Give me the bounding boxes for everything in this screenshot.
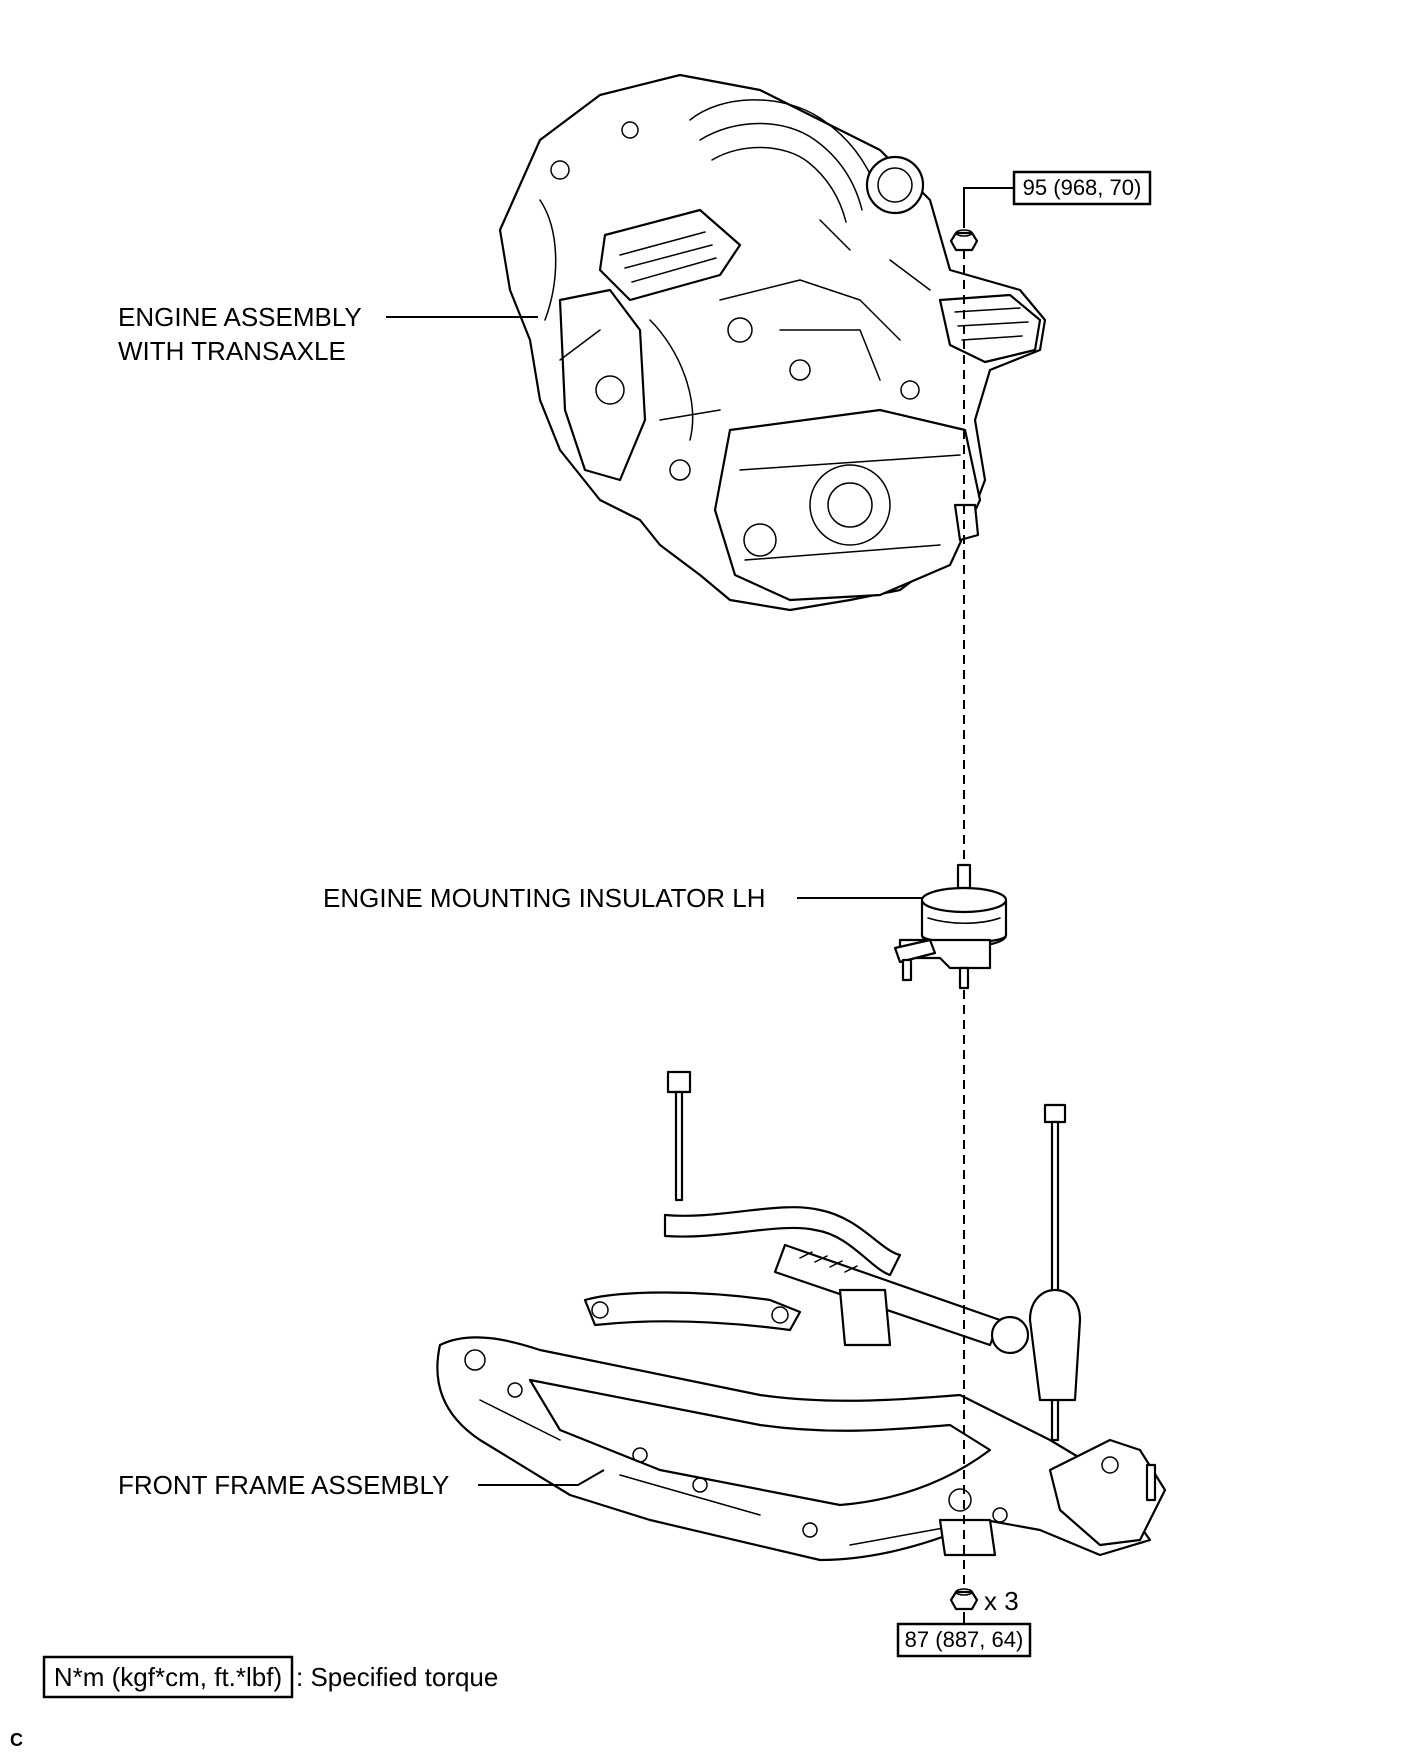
legend-unit-box	[42, 1655, 294, 1699]
torque-legend: N*m (kgf*cm, ft.*lbf) : Specified torque	[42, 1655, 498, 1699]
engine-assembly-label: ENGINE ASSEMBLY WITH TRANSAXLE	[118, 302, 538, 366]
lower-nut	[949, 1588, 979, 1611]
legend-description: : Specified torque	[296, 1662, 498, 1692]
upper-torque-callout: 95 (968, 70)	[963, 170, 1152, 228]
lower-torque-callout: 87 (887, 64) x 3	[896, 1586, 1032, 1658]
insulator-label-text: ENGINE MOUNTING INSULATOR LH	[323, 883, 766, 913]
upper-nut	[949, 229, 979, 252]
lower-torque-value: 87 (887, 64)	[905, 1627, 1024, 1652]
engine-label-line2: WITH TRANSAXLE	[118, 336, 346, 366]
frame-label: FRONT FRAME ASSEMBLY	[118, 1469, 605, 1500]
legend-unit-text: N*m (kgf*cm, ft.*lbf)	[54, 1662, 282, 1692]
lower-torque-box	[896, 1622, 1032, 1658]
engine-mounting-insulator-drawing	[893, 863, 1008, 990]
front-frame-assembly-drawing	[436, 1070, 1167, 1562]
engine-label-line1: ENGINE ASSEMBLY	[118, 302, 362, 332]
corner-mark: C	[10, 1730, 23, 1750]
lower-nut-quantity: x 3	[984, 1586, 1019, 1616]
frame-label-text: FRONT FRAME ASSEMBLY	[118, 1470, 449, 1500]
engine-assembly-drawing	[498, 73, 1047, 612]
upper-torque-box	[1012, 170, 1152, 206]
upper-torque-value: 95 (968, 70)	[1023, 175, 1142, 200]
insulator-label: ENGINE MOUNTING INSULATOR LH	[323, 883, 922, 913]
